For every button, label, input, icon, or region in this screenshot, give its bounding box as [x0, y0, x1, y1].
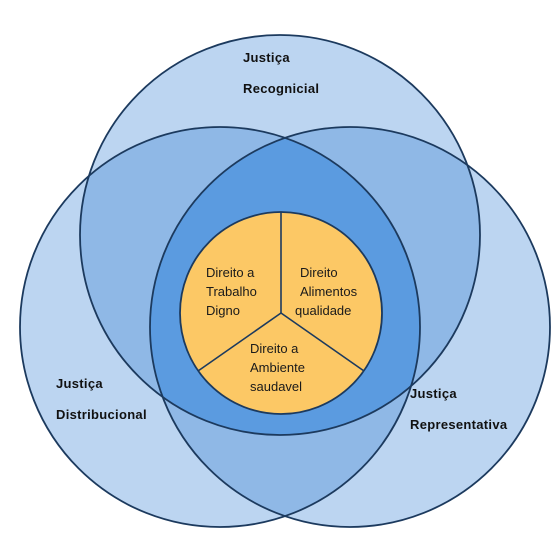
core-divider-right [280, 312, 365, 372]
core-ambiente-line2: Ambiente [250, 360, 305, 375]
outline-recognicial [79, 34, 481, 436]
label-recognicial-line1: Justiça [243, 50, 290, 65]
label-recognicial-line2: Recognicial [243, 81, 319, 96]
core-trabalho-line2: Trabalho [206, 284, 257, 299]
label-representativa-line1: Justiça [410, 386, 457, 401]
outline-distribucional [19, 126, 421, 528]
label-distribucional-line1: Justiça [56, 376, 103, 391]
core-trabalho-line1: Direito a [206, 265, 255, 280]
core-alimentos-line2: Alimentos [300, 284, 358, 299]
label-distribucional-line2: Distribucional [56, 407, 147, 422]
core-ambiente-line3: saudavel [250, 379, 302, 394]
core-ambiente-line1: Direito a [250, 341, 299, 356]
label-representativa-line2: Representativa [410, 417, 508, 432]
core-alimentos-line3: qualidade [295, 303, 351, 318]
core-trabalho-line3: Digno [206, 303, 240, 318]
outline-representativa [149, 126, 551, 528]
core-alimentos-line1: Direito [300, 265, 338, 280]
core-divider-left [197, 312, 282, 372]
